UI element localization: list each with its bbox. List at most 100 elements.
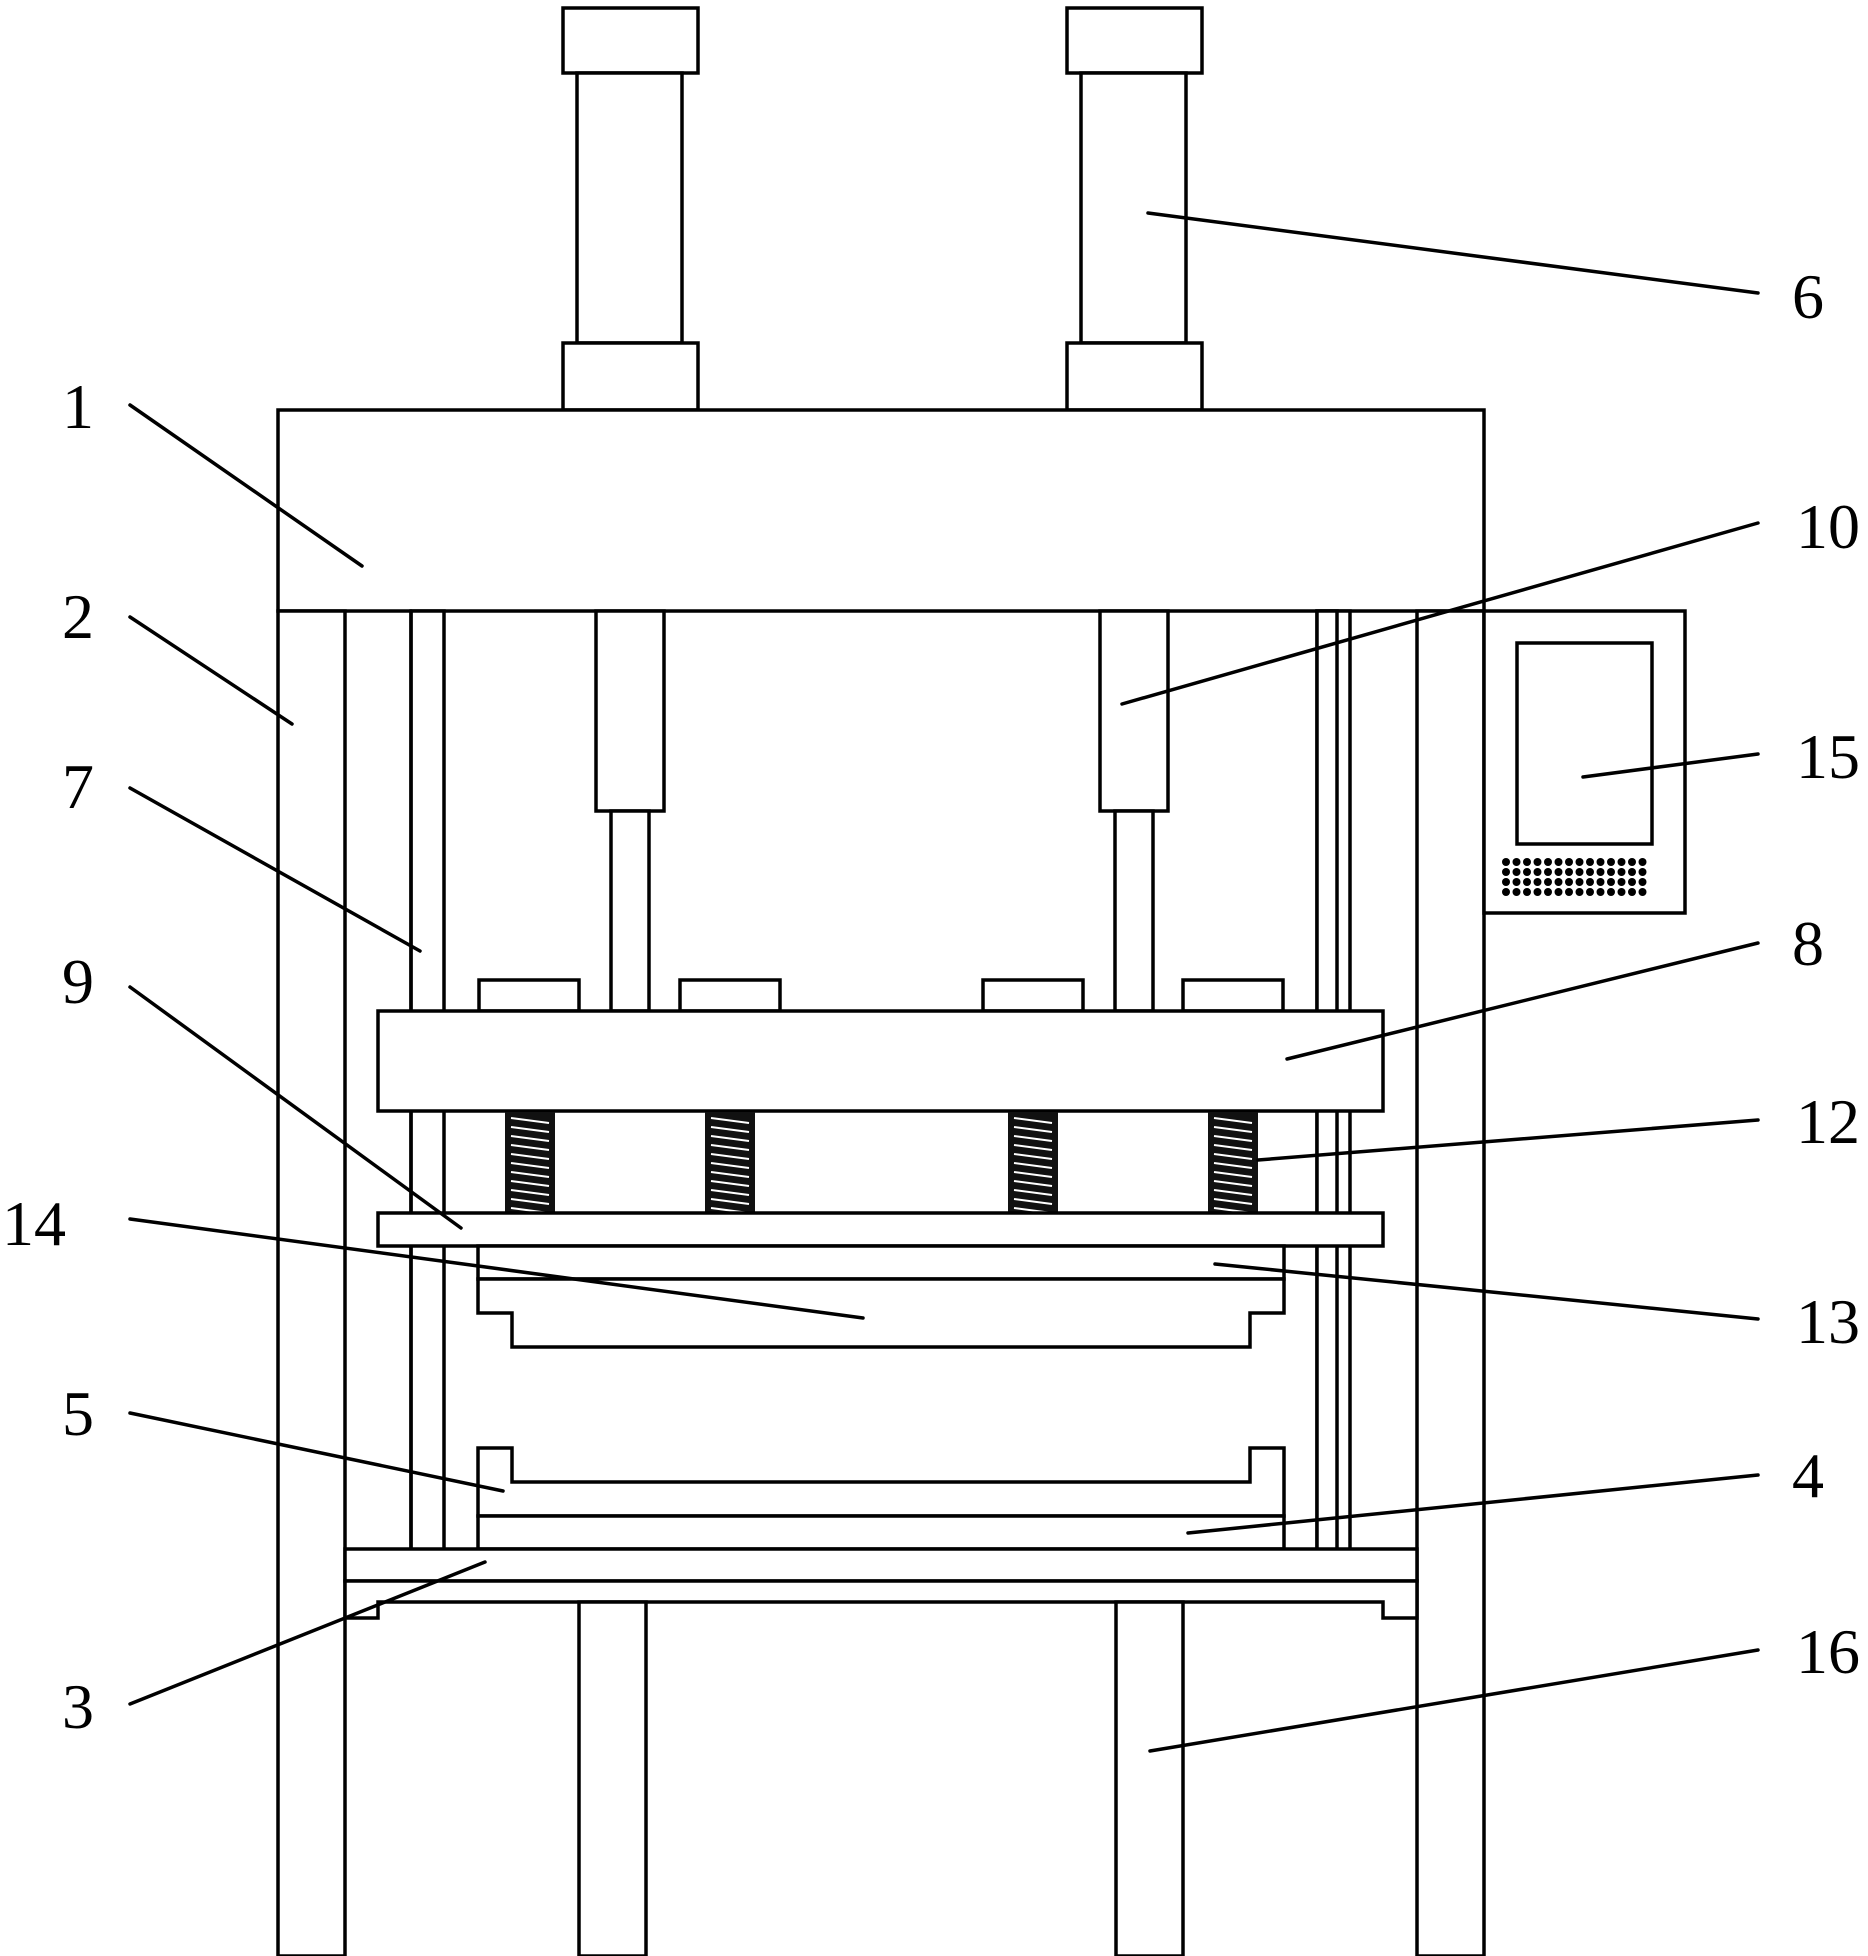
keypad-key (1554, 888, 1563, 896)
keypad-key (1533, 858, 1542, 866)
keypad-key (1533, 888, 1542, 896)
spring-coil-line (710, 1144, 750, 1151)
keypad-key (1512, 858, 1521, 866)
frame-leg-right (1415, 609, 1486, 1956)
spring-coil-line (510, 1162, 550, 1169)
keypad-key (1617, 868, 1626, 876)
label-14: 14 (2, 1188, 66, 1259)
spring-coil-line (710, 1162, 750, 1169)
keypad-key (1544, 878, 1552, 886)
keypad-key (1575, 888, 1584, 896)
top-beam (276, 408, 1486, 613)
spring-coil-line (1213, 1162, 1253, 1169)
keypad-key (1586, 858, 1594, 866)
keypad-key (1638, 878, 1647, 886)
label-10: 10 (1796, 491, 1860, 562)
spring-coil-line (510, 1189, 550, 1196)
spring-coil-line (1013, 1171, 1053, 1178)
control-panel (1482, 609, 1687, 915)
spring-coil-line (710, 1171, 750, 1178)
keypad-key (1544, 858, 1552, 866)
upper-mold-base (476, 1244, 1286, 1281)
keypad-key (1544, 868, 1552, 876)
pressing-plate (376, 1009, 1385, 1113)
spring-coil-line (1213, 1153, 1253, 1160)
frame-leg-left (276, 609, 347, 1956)
spring-coil-line (1213, 1198, 1253, 1205)
spring-coil-line (510, 1117, 550, 1124)
lower-mold (476, 1446, 1286, 1518)
spring-coil-line (510, 1144, 550, 1151)
spring-coil-line (710, 1198, 750, 1205)
spring-coil-line (1213, 1135, 1253, 1142)
spring-coil-line (510, 1180, 550, 1187)
keypad-key (1628, 858, 1636, 866)
keypad-key (1502, 868, 1510, 876)
label-3: 3 (62, 1671, 94, 1742)
keypad-key (1554, 878, 1563, 886)
label-6: 6 (1792, 261, 1824, 332)
keypad-key (1512, 888, 1521, 896)
keypad-key (1575, 878, 1584, 886)
keypad-key (1607, 878, 1615, 886)
base-beam-lower (343, 1579, 1419, 1620)
keypad-key (1523, 868, 1531, 876)
control-keypad (1502, 858, 1647, 896)
label-5: 5 (62, 1378, 94, 1449)
keypad-key (1533, 868, 1542, 876)
spring-coil-line (1013, 1117, 1053, 1124)
spring-coil-line (1013, 1135, 1053, 1142)
keypad-key (1533, 878, 1542, 886)
spring-coil-line (710, 1135, 750, 1142)
spring-coil-line (710, 1117, 750, 1124)
keypad-key (1628, 888, 1636, 896)
keypad-key (1607, 858, 1615, 866)
spring-coil-line (510, 1198, 550, 1205)
keypad-key (1575, 868, 1584, 876)
keypad-key (1617, 858, 1626, 866)
spring-coil-line (1213, 1117, 1253, 1124)
spring-coil-line (710, 1189, 750, 1196)
keypad-key (1638, 858, 1647, 866)
spring-coil-line (710, 1153, 750, 1160)
keypad-key (1523, 878, 1531, 886)
label-2: 2 (62, 581, 94, 652)
spring-coil-line (510, 1135, 550, 1142)
spring-coil-line (510, 1126, 550, 1133)
keypad-key (1554, 858, 1563, 866)
keypad-key (1586, 868, 1594, 876)
keypad-key (1596, 868, 1605, 876)
keypad-key (1607, 888, 1615, 896)
keypad-key (1586, 888, 1594, 896)
keypad-key (1502, 888, 1510, 896)
part-numbers: 1 2 7 9 14 5 3 6 10 15 8 12 13 4 16 (2, 261, 1860, 1742)
base-beam (343, 1547, 1419, 1583)
keypad-key (1617, 888, 1626, 896)
spring-coil-line (1013, 1126, 1053, 1133)
plate-top-blocks (477, 978, 1285, 1013)
keypad-key (1596, 858, 1605, 866)
keypad-key (1638, 868, 1647, 876)
keypad-key (1512, 878, 1521, 886)
keypad-key (1502, 858, 1510, 866)
top-cylinder-left (561, 6, 700, 412)
label-4: 4 (1792, 1440, 1824, 1511)
lower-plate (376, 1211, 1385, 1248)
label-9: 9 (62, 946, 94, 1017)
keypad-key (1565, 888, 1573, 896)
label-1: 1 (62, 371, 94, 442)
upper-mold (476, 1277, 1286, 1349)
keypad-key (1544, 888, 1552, 896)
springs (505, 1112, 1258, 1214)
keypad-key (1607, 868, 1615, 876)
control-screen (1515, 641, 1654, 846)
keypad-key (1628, 868, 1636, 876)
spring-coil-line (1013, 1144, 1053, 1151)
label-16: 16 (1796, 1616, 1860, 1687)
spring-coil-line (1213, 1171, 1253, 1178)
keypad-key (1523, 858, 1531, 866)
spring-coil-line (510, 1171, 550, 1178)
keypad-key (1554, 868, 1563, 876)
